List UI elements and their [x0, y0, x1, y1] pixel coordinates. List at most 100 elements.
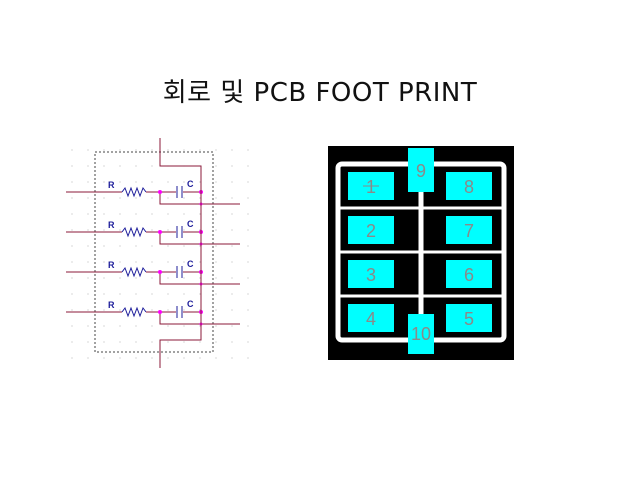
grid-dot	[135, 277, 137, 279]
grid-dot	[87, 261, 89, 263]
grid-dot	[247, 213, 249, 215]
grid-dot	[87, 277, 89, 279]
grid-dot	[151, 197, 153, 199]
grid-dot	[151, 325, 153, 327]
grid-dot	[135, 181, 137, 183]
grid-dot	[71, 277, 73, 279]
grid-dot	[167, 229, 169, 231]
grid-dot	[151, 293, 153, 295]
grid-dot	[167, 245, 169, 247]
grid-dot	[151, 245, 153, 247]
pad-number: 6	[464, 265, 474, 285]
resistor-label: R	[108, 300, 115, 310]
grid-dot	[119, 277, 121, 279]
grid-dot	[247, 165, 249, 167]
grid-dot	[87, 325, 89, 327]
grid-dot	[119, 341, 121, 343]
grid-dot	[199, 293, 201, 295]
grid-dot	[231, 309, 233, 311]
grid-dot	[247, 325, 249, 327]
grid-dot	[183, 309, 185, 311]
grid-dot	[151, 149, 153, 151]
grid-dot	[87, 181, 89, 183]
grid-dot	[71, 293, 73, 295]
grid-dot	[87, 309, 89, 311]
grid-dot	[119, 229, 121, 231]
capacitor-label: C	[187, 299, 194, 309]
grid-dot	[87, 197, 89, 199]
grid-dot	[167, 357, 169, 359]
grid-dot	[71, 229, 73, 231]
capacitor-label: C	[187, 219, 194, 229]
grid-dot	[247, 357, 249, 359]
grid-dot	[183, 261, 185, 263]
grid-dot	[135, 341, 137, 343]
grid-dot	[231, 357, 233, 359]
grid-dot	[151, 341, 153, 343]
grid-dot	[135, 357, 137, 359]
grid-dot	[167, 309, 169, 311]
grid-dot	[215, 213, 217, 215]
pad-8	[446, 172, 492, 200]
grid-dot	[215, 261, 217, 263]
grid-dot	[103, 341, 105, 343]
pad-4	[348, 304, 394, 332]
resistor-symbol	[121, 186, 147, 198]
grid-dot	[151, 181, 153, 183]
junction-node	[158, 190, 162, 194]
grid-dot	[215, 277, 217, 279]
grid-dot	[215, 149, 217, 151]
grid-dot	[135, 197, 137, 199]
pad-6	[446, 260, 492, 288]
grid-dot	[119, 149, 121, 151]
grid-dot	[215, 197, 217, 199]
junction-node	[158, 310, 162, 314]
grid-dot	[87, 213, 89, 215]
grid-dot	[71, 213, 73, 215]
grid-dot	[119, 165, 121, 167]
grid-dot	[71, 261, 73, 263]
grid-dot	[247, 181, 249, 183]
grid-dot	[71, 245, 73, 247]
grid-dot	[199, 357, 201, 359]
grid-dot	[167, 261, 169, 263]
grid-dot	[231, 261, 233, 263]
grid-dot	[247, 261, 249, 263]
grid-dot	[103, 309, 105, 311]
grid-dot	[167, 149, 169, 151]
grid-dot	[215, 245, 217, 247]
grid-dot	[103, 325, 105, 327]
grid-dot	[199, 213, 201, 215]
junction-node	[158, 230, 162, 234]
grid-dot	[87, 357, 89, 359]
grid-dot	[71, 181, 73, 183]
grid-dot	[71, 165, 73, 167]
grid-dot	[183, 325, 185, 327]
grid-dot	[199, 149, 201, 151]
grid-dot	[231, 181, 233, 183]
grid-dot	[215, 357, 217, 359]
pad-3	[348, 260, 394, 288]
pad-number: 8	[464, 177, 474, 197]
pad-number: 5	[464, 309, 474, 329]
resistor-label: R	[108, 260, 115, 270]
resistor-label: R	[108, 180, 115, 190]
grid-dot	[71, 341, 73, 343]
pad-7	[446, 216, 492, 244]
grid-dot	[247, 197, 249, 199]
pad-10	[408, 314, 434, 354]
grid-dot	[135, 261, 137, 263]
grid-dot	[71, 325, 73, 327]
grid-dot	[231, 229, 233, 231]
page-title: 회로 및 PCB FOOT PRINT	[162, 78, 478, 108]
grid-dot	[103, 245, 105, 247]
grid-dot	[119, 197, 121, 199]
grid-dot	[247, 277, 249, 279]
pad-number: 4	[366, 309, 376, 329]
grid-dot	[151, 277, 153, 279]
